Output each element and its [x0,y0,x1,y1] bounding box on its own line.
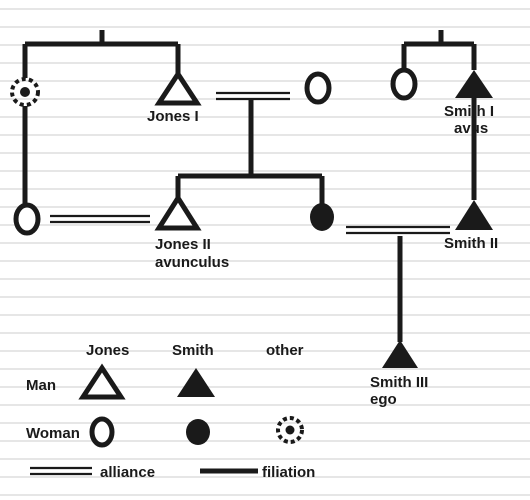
legend-other-woman-symbol [276,416,304,444]
legend-alliance-label: alliance [100,464,155,481]
legend-jones-woman-symbol [89,416,115,448]
smith2-man-symbol [455,200,493,230]
label-smith3: Smith III [370,374,428,391]
jones1-man-symbol [154,69,202,106]
label-jones2: Jones II [155,236,211,253]
legend: Jones Smith other Man Woman alliance fil… [26,342,315,481]
label-smith1: Smith I [444,103,494,120]
legend-row-man: Man [26,377,56,394]
legend-smith-man-symbol [177,368,215,397]
jones2-man-symbol [154,193,202,231]
label-smith1-role: avus [454,120,488,137]
legend-col-smith: Smith [172,342,214,359]
jones-woman-gen1-symbol [304,71,332,105]
jones-woman-gen2-symbol [13,202,41,236]
legend-filiation-label: filiation [262,464,315,481]
legend-smith-woman-symbol [186,419,210,445]
other-woman-symbol [10,77,40,107]
legend-col-jones: Jones [86,342,129,359]
label-jones1: Jones I [147,108,199,125]
legend-row-woman: Woman [26,425,80,442]
label-smith2: Smith II [444,235,498,252]
alliance-lines [30,91,450,476]
label-smith3-role: ego [370,391,397,408]
filiation-lines [22,30,477,474]
smith3-man-symbol [382,340,418,368]
legend-jones-man-symbol [78,363,126,400]
legend-col-other: other [266,342,304,359]
label-jones2-role: avunculus [155,254,229,271]
jones-woman-top-right-symbol [390,67,418,101]
smith1-man-symbol [455,70,493,98]
smith-woman-gen2-symbol [310,203,334,231]
